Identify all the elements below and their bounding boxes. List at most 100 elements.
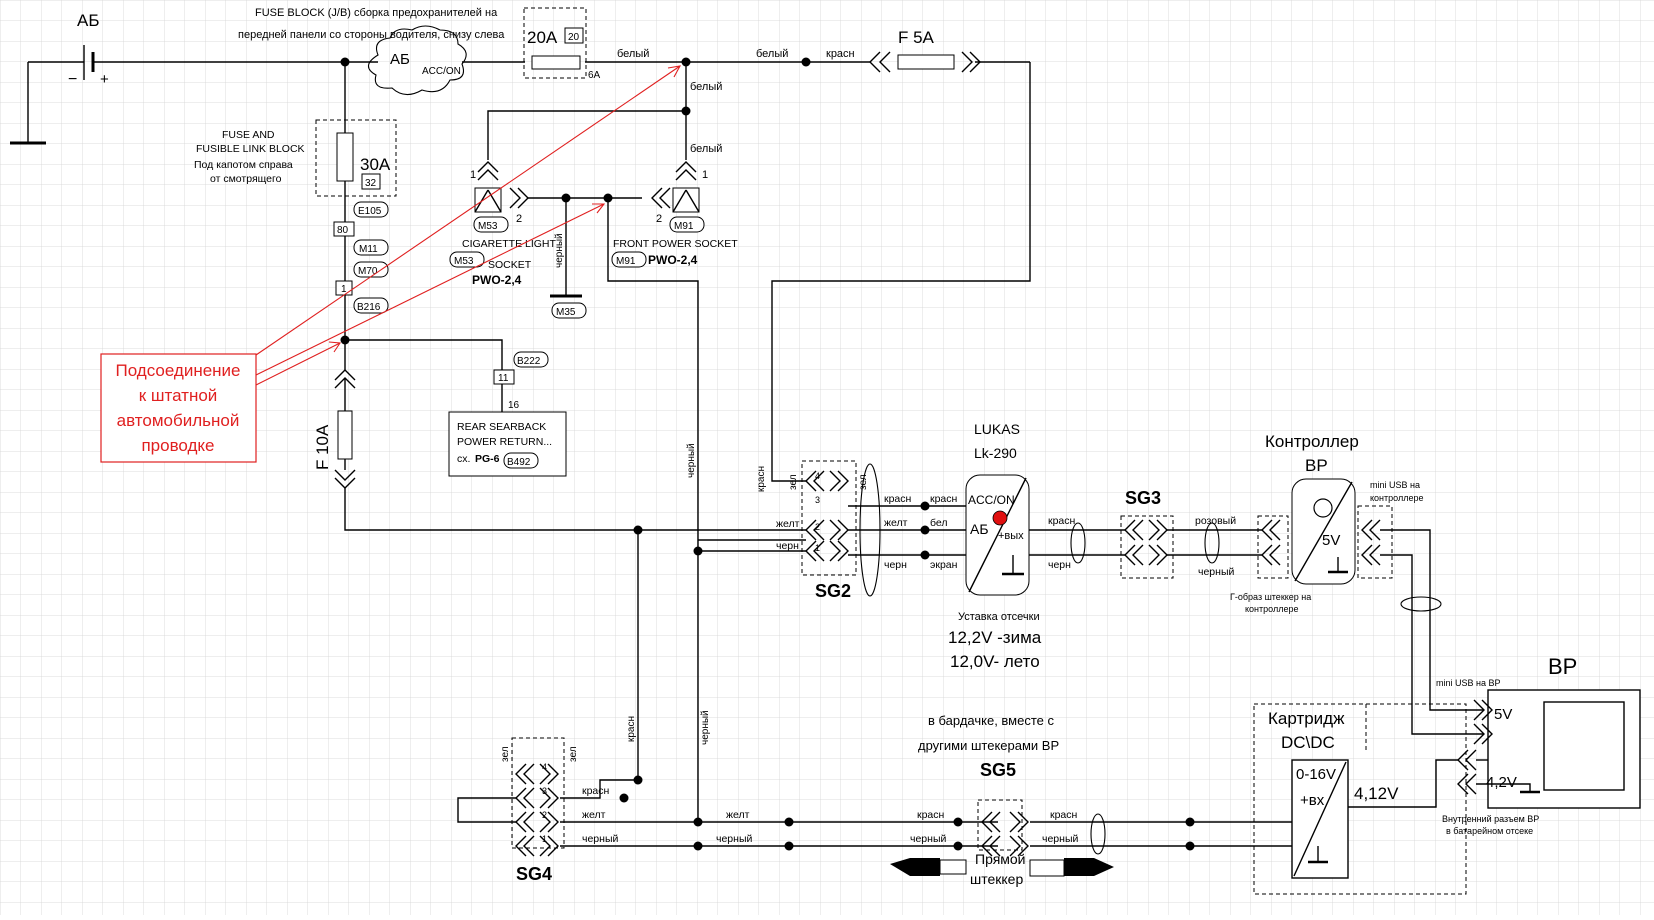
rear-seatback-pg: PG-6 <box>475 453 500 465</box>
gplug-caption-1: Г-образ штеккер на <box>1230 592 1311 602</box>
sg3-frame <box>1120 515 1174 579</box>
sg5-ring <box>1090 813 1106 855</box>
wire-label-chernyi-v2: черный <box>700 710 711 745</box>
sg4-pin1: 1 <box>542 834 547 844</box>
rear-seatback-1: REAR SEARBACK <box>457 421 546 433</box>
battery-minus: − <box>68 71 77 88</box>
cartridge-title: Картридж <box>1268 709 1345 728</box>
connector-e105: E105 <box>358 206 382 217</box>
socket-m91-pin2: 2 <box>656 213 662 225</box>
cutoff-title: Уставка отсечки <box>958 611 1040 623</box>
sg3-right-ring <box>1204 522 1220 564</box>
sg5-pins <box>981 811 1029 857</box>
fusible-caption-3: Под капотом справа <box>194 159 293 171</box>
cartridge-in-plus: +вх <box>1300 792 1325 809</box>
fuse-5a-label: F 5A <box>898 28 935 47</box>
sg4-label-zel-r: зел <box>568 746 579 762</box>
socket-m53-pin2: 2 <box>516 213 522 225</box>
bottom-label-krasn-1: красн <box>582 785 610 797</box>
usb-cable-ring <box>1400 596 1442 612</box>
fuse-30a-number-box <box>361 173 381 190</box>
front-socket-m91-code: M91 <box>616 256 636 267</box>
fuse-20a-sub: 6A <box>588 70 601 81</box>
sg3-label: SG3 <box>1125 488 1161 508</box>
sg2-label-zel-r: зел <box>858 474 869 490</box>
controller-subtitle: ВР <box>1305 456 1328 475</box>
sg3-label-chernyi: черный <box>1198 566 1234 578</box>
lukas-title: LUKAS <box>974 421 1020 437</box>
battery-label: АБ <box>77 11 100 30</box>
cartridge-dcdc: DC\DC <box>1281 733 1335 752</box>
cigarette-socket-symbol <box>474 161 529 213</box>
cartridge-out: 4,12V <box>1354 784 1399 803</box>
fuse-30a-frame <box>315 119 397 197</box>
fuse-30a-number: 32 <box>365 178 377 189</box>
socket-m53-pin1: 1 <box>470 169 476 181</box>
cartridge-frame <box>1253 703 1467 895</box>
cloud-acc-label: ACC/ON <box>422 66 461 77</box>
controller-usb-caption-1: mini USB на <box>1370 480 1420 490</box>
lukas-in-bel: бел <box>930 517 948 529</box>
fuse-20a-number-box <box>564 27 584 44</box>
lukas-in-zhelt: желт <box>884 517 908 529</box>
bottom-label-chernyi-3: черный <box>910 833 946 845</box>
connector-m11: M11 <box>359 244 378 255</box>
lukas-in-krasn-2: красн <box>930 493 958 505</box>
cartridge-in-range: 0-16V <box>1296 766 1336 783</box>
fusible-caption-4: от смотрящего <box>210 173 282 185</box>
pin-16: 16 <box>508 400 520 411</box>
bottom-label-chernyi-1: черный <box>582 833 618 845</box>
front-socket-pwo: PWO-2,4 <box>648 253 698 267</box>
sg5-label: SG5 <box>980 760 1016 780</box>
front-socket-symbol <box>651 161 700 213</box>
lukas-indicator <box>992 510 1008 526</box>
lukas-out-chern: черн <box>1048 559 1071 571</box>
cigarette-caption-2: SOCKET <box>488 259 532 271</box>
controller-usb-caption-2: контроллере <box>1370 493 1423 503</box>
wire-label-krasn-top: красн <box>826 48 855 60</box>
straight-plug-1: Прямой <box>975 851 1026 867</box>
connection-note-box <box>100 353 257 463</box>
wire-label-belyi-3: белый <box>690 81 722 93</box>
connection-note-4: проводке <box>141 436 214 455</box>
connection-note-1: Подсоединение <box>115 361 240 380</box>
vr-title: ВР <box>1548 654 1577 679</box>
socket-m91-code: M91 <box>674 221 694 232</box>
controller-plug-pins <box>1261 519 1281 566</box>
sg2-label: SG2 <box>815 581 851 601</box>
sg2-label-chern: черн <box>776 540 799 552</box>
vr-usb-caption: mini USB на ВР <box>1436 678 1501 688</box>
battery-plus: + <box>100 71 109 88</box>
glovebox-caption-2: другими штекерами ВР <box>918 738 1059 753</box>
front-socket-caption: FRONT POWER SOCKET <box>613 238 738 250</box>
connector-m70: M70 <box>358 266 378 277</box>
wire-label-chernyi-gnd: черный <box>554 233 565 268</box>
fuse-block-caption-1: FUSE BLOCK (J/B) сборка предохранителей … <box>255 7 498 19</box>
controller-usb-pins <box>1361 519 1381 566</box>
connection-note-3: автомобильной <box>117 411 240 430</box>
controller-5v: 5V <box>1322 532 1340 549</box>
fuse-20a-symbol <box>531 55 581 70</box>
ground-m35: M35 <box>556 307 576 318</box>
wire-label-belyi-4: белый <box>690 143 722 155</box>
connection-note-2: к штатной <box>139 386 218 405</box>
sg4-pin4: 4 <box>542 762 547 772</box>
cigarette-m53-code: M53 <box>454 256 474 267</box>
lukas-model: Lk-290 <box>974 445 1017 461</box>
cloud-ab-label: АБ <box>390 51 410 68</box>
connector-b222: B222 <box>517 356 541 367</box>
cigarette-caption-1: CIGARETTE LIGHT <box>462 238 557 250</box>
vr-screen <box>1543 701 1625 791</box>
fuse-20a-frame <box>523 7 587 79</box>
bottom-label-zhelt-1: желт <box>582 809 606 821</box>
sg2-pin2: 2 <box>815 522 820 532</box>
cutoff-summer: 12,0V- лето <box>950 652 1040 671</box>
fuse-30a-symbol <box>336 132 354 182</box>
sg2-label-krasn: красн <box>756 466 767 492</box>
vr-internal-caption-1: Внутренний разъем ВР <box>1442 814 1539 824</box>
rear-seatback-3: сх. <box>457 453 470 465</box>
sg2-pins <box>805 470 849 562</box>
controller-usb-frame <box>1357 505 1393 579</box>
